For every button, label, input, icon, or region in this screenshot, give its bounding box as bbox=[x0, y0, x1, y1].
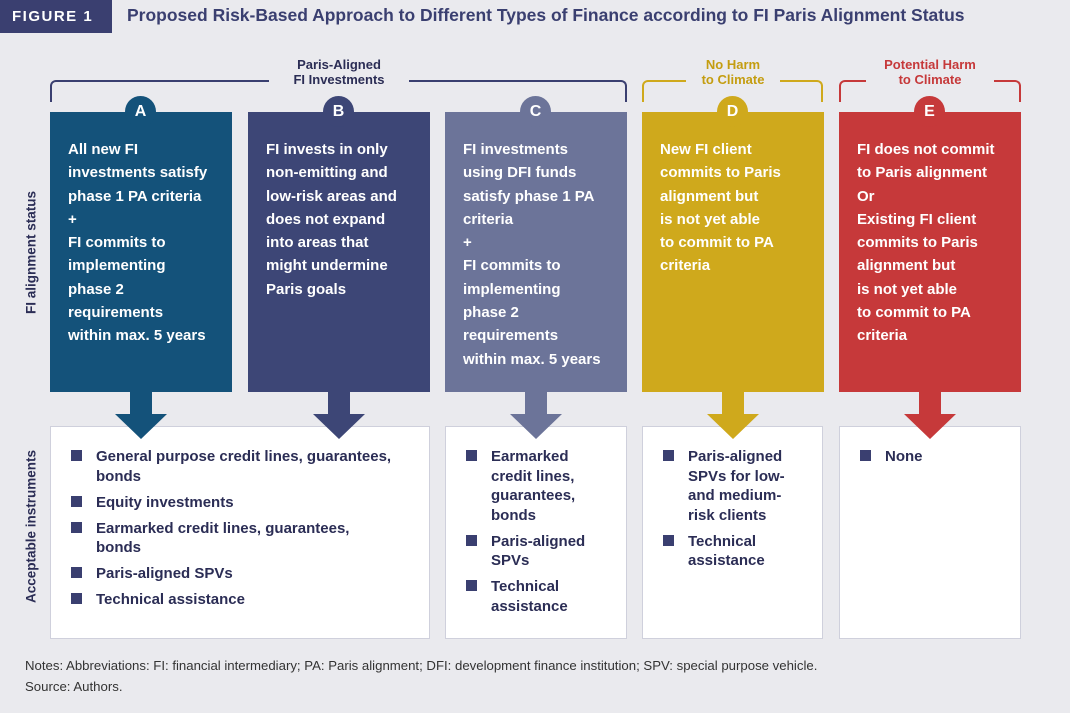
bullet-square-icon bbox=[663, 450, 674, 461]
row-label-instruments: Acceptable instruments bbox=[23, 449, 39, 604]
status-box-d: New FI client commits to Paris alignment… bbox=[642, 112, 824, 392]
list-item: Paris-aligned SPVs for low- and medium- … bbox=[663, 447, 812, 525]
notes-source: Source: Authors. bbox=[25, 678, 123, 694]
bullet-square-icon bbox=[71, 495, 82, 507]
status-box-c: FI investments using DFI funds satisfy p… bbox=[445, 112, 627, 392]
bullet-square-icon bbox=[466, 534, 477, 546]
list-item: Paris-aligned SPVs bbox=[71, 564, 419, 584]
bullet-square-icon bbox=[860, 450, 871, 461]
down-arrow-a-icon bbox=[115, 392, 167, 439]
status-box-e: FI does not commit to Paris alignment Or… bbox=[839, 112, 1021, 392]
list-item: Technical assistance bbox=[71, 590, 419, 610]
list-item: General purpose credit lines, guarantees… bbox=[71, 447, 419, 486]
badge-d: D bbox=[717, 96, 748, 127]
group-label-no-harm: No Harm to Climate bbox=[686, 57, 780, 87]
status-box-a: All new FI investments satisfy phase 1 P… bbox=[50, 112, 232, 392]
figure-notes: Notes: Abbreviations: FI: financial inte… bbox=[25, 656, 817, 697]
figure-title: Proposed Risk-Based Approach to Differen… bbox=[127, 5, 965, 25]
row-label-status: FI alignment status bbox=[23, 190, 39, 315]
list-item: None bbox=[860, 447, 1010, 467]
figure-label: FIGURE 1 bbox=[0, 0, 112, 33]
badge-b: B bbox=[323, 96, 354, 127]
list-item: Equity investments bbox=[71, 493, 419, 513]
bullet-square-icon bbox=[71, 450, 82, 461]
down-arrow-b-icon bbox=[313, 392, 365, 439]
instruments-box-e: None bbox=[839, 426, 1021, 639]
notes-abbreviations: Notes: Abbreviations: FI: financial inte… bbox=[25, 658, 818, 673]
list-item: Earmarked credit lines, guarantees, bond… bbox=[71, 519, 419, 558]
bullet-square-icon bbox=[466, 450, 477, 461]
bullet-square-icon bbox=[663, 534, 674, 546]
bullet-square-icon bbox=[71, 567, 82, 578]
group-label-potential-harm: Potential Harm to Climate bbox=[866, 57, 994, 87]
list-item: Paris-aligned SPVs bbox=[466, 532, 616, 571]
instruments-box-d: Paris-aligned SPVs for low- and medium- … bbox=[642, 426, 823, 639]
badge-e: E bbox=[914, 96, 945, 127]
bullet-square-icon bbox=[71, 521, 82, 533]
bullet-square-icon bbox=[466, 580, 477, 591]
badge-a: A bbox=[125, 96, 156, 127]
list-item: Earmarked credit lines, guarantees, bond… bbox=[466, 447, 616, 525]
badge-c: C bbox=[520, 96, 551, 127]
list-item: Technical assistance bbox=[466, 577, 616, 616]
down-arrow-d-icon bbox=[707, 392, 759, 439]
group-label-paris-aligned: Paris-Aligned FI Investments bbox=[269, 57, 409, 87]
instruments-box-ab: General purpose credit lines, guarantees… bbox=[50, 426, 430, 639]
list-item: Technical assistance bbox=[663, 532, 812, 571]
instruments-box-c: Earmarked credit lines, guarantees, bond… bbox=[445, 426, 627, 639]
bullet-square-icon bbox=[71, 593, 82, 604]
down-arrow-e-icon bbox=[904, 392, 956, 439]
status-box-b: FI invests in only non-emitting and low-… bbox=[248, 112, 430, 392]
down-arrow-c-icon bbox=[510, 392, 562, 439]
